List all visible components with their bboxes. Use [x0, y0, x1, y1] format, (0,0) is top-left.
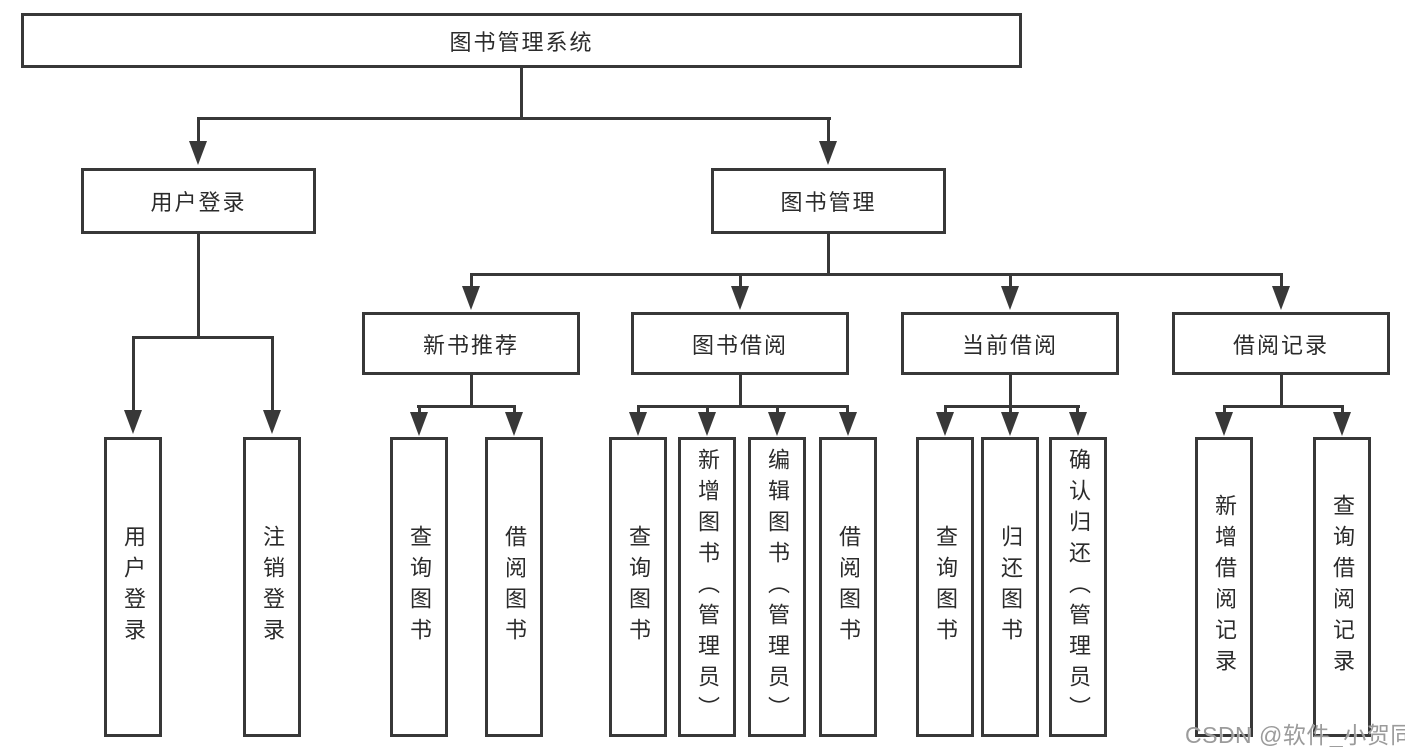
connector-userlogin-drop-1 [132, 336, 135, 412]
arrowhead-icon [1272, 286, 1290, 310]
connector-root-bar [197, 117, 831, 120]
connector-root-drop-left [197, 117, 200, 144]
connector-bookmgmt-bar [470, 273, 1283, 276]
node-book-management: 图书管理 [711, 168, 946, 234]
connector-bookborrow-drop-2 [706, 405, 709, 414]
node-new-book-recommend: 新书推荐 [362, 312, 580, 375]
leaf-edit-book-admin: 编辑图书（管理员） [748, 437, 806, 737]
connector-newbook-bar [417, 405, 516, 408]
connector-bookmgmt-drop-1 [470, 273, 473, 288]
arrowhead-icon [1001, 286, 1019, 310]
arrowhead-icon [505, 412, 523, 436]
leaf-borrow-book: 借阅图书 [819, 437, 877, 737]
arrowhead-icon [839, 412, 857, 436]
connector-currentborrow-bar [944, 405, 1080, 408]
leaf-query-book-current: 查询图书 [916, 437, 974, 737]
arrowhead-icon [1069, 412, 1087, 436]
connector-root-stem [520, 66, 523, 119]
leaf-logout: 注销登录 [243, 437, 301, 737]
connector-borrowrecord-drop-1 [1223, 405, 1226, 414]
arrowhead-icon [410, 412, 428, 436]
connector-currentborrow-drop-1 [944, 405, 947, 414]
leaf-borrow-book-recommend: 借阅图书 [485, 437, 543, 737]
arrowhead-icon [1215, 412, 1233, 436]
connector-userlogin-bar [132, 336, 274, 339]
arrowhead-icon [936, 412, 954, 436]
node-root: 图书管理系统 [21, 13, 1022, 68]
connector-bookborrow-stem [739, 373, 742, 407]
connector-newbook-drop-1 [418, 405, 421, 414]
arrowhead-icon [462, 286, 480, 310]
leaf-query-borrow-record: 查询借阅记录 [1313, 437, 1371, 737]
connector-bookborrow-bar [637, 405, 849, 408]
connector-bookmgmt-stem [827, 232, 830, 275]
arrowhead-icon [189, 141, 207, 165]
connector-bookmgmt-drop-3 [1009, 273, 1012, 288]
connector-currentborrow-drop-2 [1009, 405, 1012, 414]
connector-borrowrecord-bar [1223, 405, 1343, 408]
leaf-user-login: 用户登录 [104, 437, 162, 737]
connector-bookborrow-drop-3 [776, 405, 779, 414]
leaf-add-book-admin: 新增图书（管理员） [678, 437, 736, 737]
node-book-borrow: 图书借阅 [631, 312, 849, 375]
arrowhead-icon [698, 412, 716, 436]
leaf-add-borrow-record: 新增借阅记录 [1195, 437, 1253, 737]
node-user-login: 用户登录 [81, 168, 316, 234]
arrowhead-icon [731, 286, 749, 310]
connector-root-drop-right [827, 117, 830, 144]
arrowhead-icon [629, 412, 647, 436]
csdn-watermark: CSDN @软件_小贺同学 [1185, 722, 1405, 747]
node-borrow-record: 借阅记录 [1172, 312, 1390, 375]
arrowhead-icon [1333, 412, 1351, 436]
connector-borrowrecord-drop-2 [1341, 405, 1344, 414]
arrowhead-icon [263, 410, 281, 434]
connector-bookmgmt-drop-2 [739, 273, 742, 288]
arrowhead-icon [819, 141, 837, 165]
connector-bookmgmt-drop-4 [1280, 273, 1283, 288]
connector-bookborrow-drop-1 [637, 405, 640, 414]
connector-userlogin-drop-2 [271, 336, 274, 412]
connector-currentborrow-stem [1009, 373, 1012, 407]
arrowhead-icon [1001, 412, 1019, 436]
connector-currentborrow-drop-3 [1076, 405, 1079, 414]
connector-newbook-drop-2 [513, 405, 516, 414]
arrowhead-icon [124, 410, 142, 434]
leaf-return-book: 归还图书 [981, 437, 1039, 737]
leaf-query-book-borrow: 查询图书 [609, 437, 667, 737]
connector-userlogin-stem [197, 232, 200, 338]
connector-newbook-stem [470, 373, 473, 407]
connector-borrowrecord-stem [1280, 373, 1283, 407]
connector-bookborrow-drop-4 [846, 405, 849, 414]
leaf-confirm-return-admin: 确认归还（管理员） [1049, 437, 1107, 737]
arrowhead-icon [768, 412, 786, 436]
node-current-borrow: 当前借阅 [901, 312, 1119, 375]
leaf-query-book-recommend: 查询图书 [390, 437, 448, 737]
